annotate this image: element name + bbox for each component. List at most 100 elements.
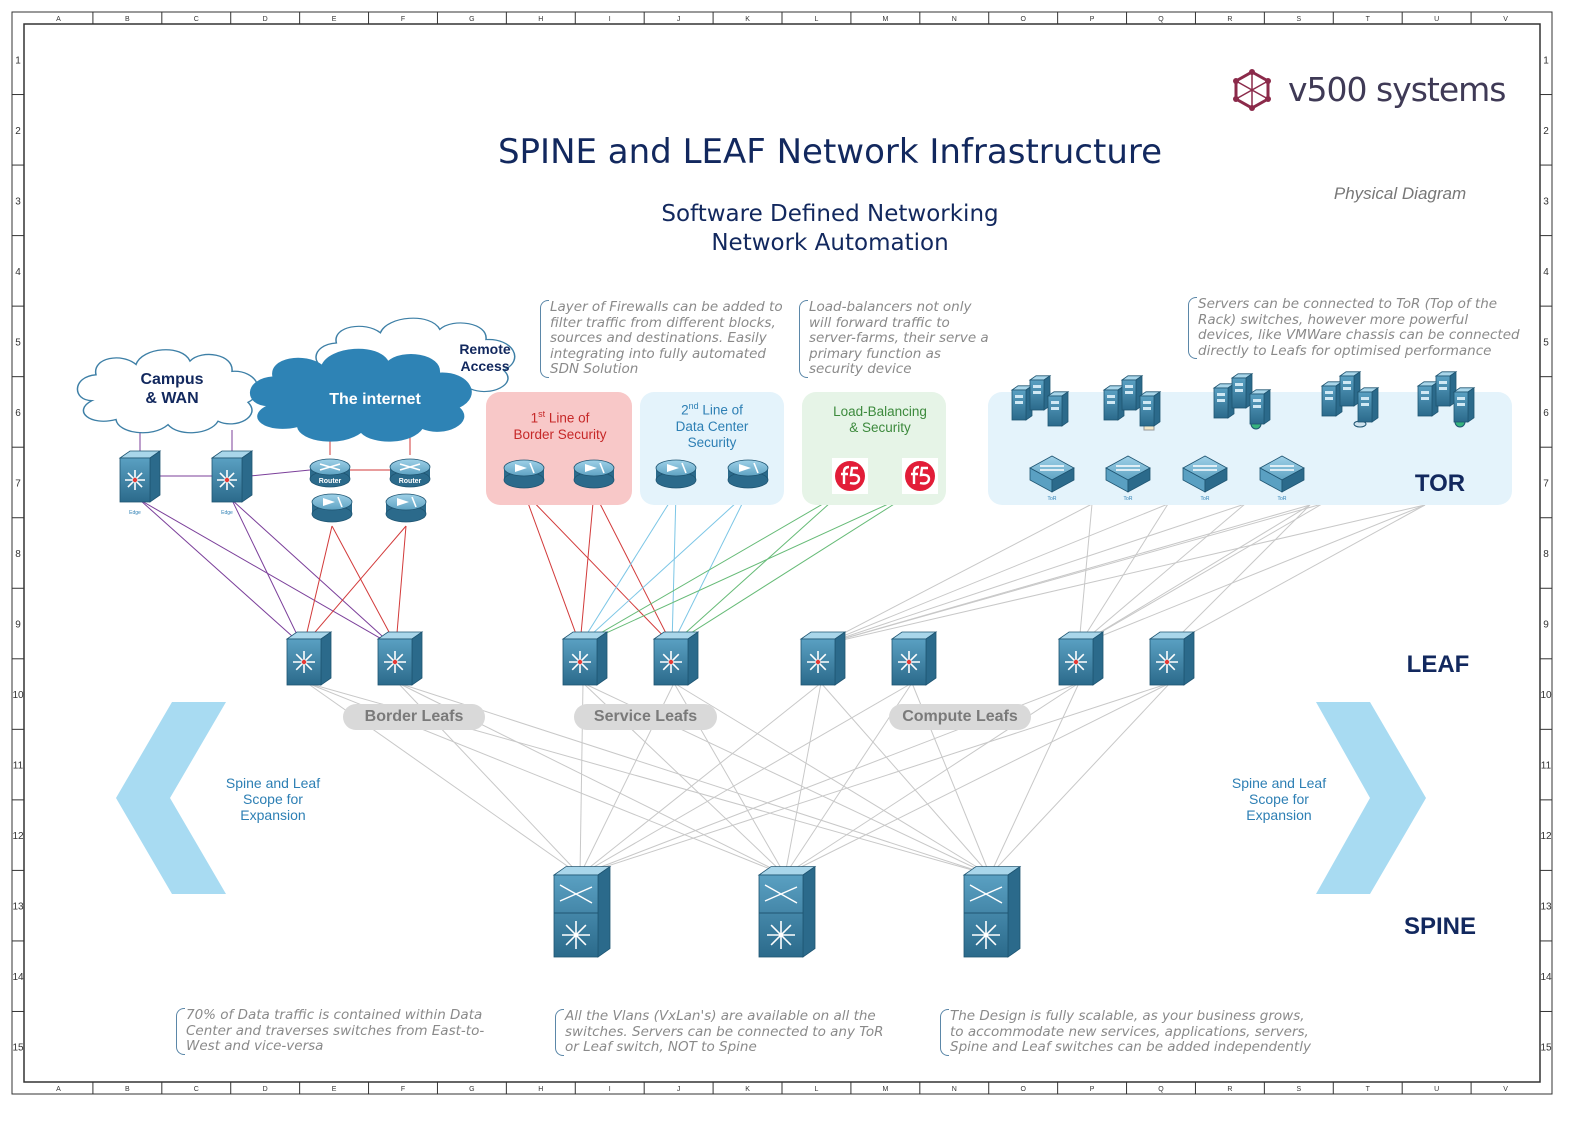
server-cluster-3-unit [1248,389,1272,425]
column-reference: E [332,16,337,23]
scalable-note: The Design is fully scalable, as your bu… [940,1008,1330,1056]
leaf-switch-1 [285,631,333,686]
row-reference: 11 [13,761,24,772]
server-bay [1343,381,1351,384]
internet-cloud-shape [250,348,472,442]
server-bay [1051,401,1059,404]
server-bay [1421,397,1429,400]
leaf-switch-3-side [596,631,608,686]
firewall-line2-2 [727,459,769,489]
row-reference: 8 [1543,549,1549,560]
column-reference: J [677,16,681,23]
server-bay [1325,391,1333,394]
f5-leaf-link [671,493,911,646]
compute-leafs-pill: Compute Leafs [889,704,1031,730]
column-reference: K [745,1086,750,1093]
spine-leaf-link [397,682,991,876]
tor-label: ToR [1124,496,1133,502]
logo-node [1249,105,1255,111]
row-reference: 9 [1543,620,1549,631]
server-bay [1217,393,1225,396]
spine-leaf-link [820,682,991,876]
firewall-arrow [667,464,679,472]
edge-switch-2: Edge [210,450,254,516]
edge-leaf-link [139,499,303,646]
row-reference: 10 [1540,690,1552,701]
vmware-chassis-unit-side [1467,387,1475,423]
server-bay [1217,399,1225,402]
server-cluster-4-unit [1356,387,1380,423]
vmware-chassis-unit-front [1435,375,1451,407]
column-reference: A [56,1086,61,1093]
tor-right [1204,467,1228,493]
f5-load-balancer-1 [832,458,868,494]
internet-cloud [250,348,472,442]
server-cluster-1-unit-front [1047,395,1063,427]
logo-lines [1235,72,1269,108]
border-fw-leaf-link [303,525,333,646]
leaf-switch-2 [376,631,424,686]
server-cluster-2-unit-side [1153,391,1161,427]
column-reference: B [125,1086,130,1093]
spine-switch-1-side [597,865,611,958]
server-cluster-2-unit-front [1103,389,1119,421]
f5-load-balancer-2 [902,458,938,494]
tor-leaf-link [820,503,1169,646]
brand-name: v500 systems [1288,70,1507,109]
fw2-leaf-link [671,491,677,646]
edge-router-link [249,469,311,477]
server-bay [1235,383,1243,386]
hexagon-cube-icon [1233,69,1271,111]
server-bay [1457,403,1465,406]
chassis-leaf-link [1169,504,1426,646]
server-bay [1343,387,1351,390]
firewall-slash [681,462,687,474]
row-reference: 7 [1543,478,1549,489]
leaf-switch-6 [890,631,938,686]
vmware-chassis-unit [1452,387,1476,423]
leaf-switch-7 [1057,631,1105,686]
firewall-slash [411,496,417,508]
server-cluster-4-unit [1320,381,1344,417]
server-bay [1361,397,1369,400]
spine-switch-3-side [1007,865,1021,958]
row-reference: 13 [1540,902,1552,913]
firewall-slash [599,462,605,474]
tor-label: ToR [1278,496,1287,502]
leaf-switch-4-side [687,631,699,686]
server-bay [1253,405,1261,408]
column-reference: U [1434,16,1439,23]
tor-right [1281,467,1305,493]
expand-right-icon [1316,702,1426,894]
server-bay [1439,387,1447,390]
fw1-leaf-link [523,491,581,646]
column-reference: O [1020,16,1026,23]
server-bay [1361,403,1369,406]
column-reference: G [469,1086,474,1093]
server-cluster-3-unit-front [1213,387,1229,419]
row-reference: 5 [15,337,21,348]
row-reference: 5 [1543,337,1549,348]
server-cluster-2-unit-front [1121,379,1137,411]
vmware-chassis-unit [1434,371,1458,407]
leaf-switch-5-side [834,631,846,686]
diagram-type-label: Physical Diagram [1333,184,1467,203]
tor-arrows [1193,465,1217,471]
server-bay [1421,391,1429,394]
switch-core [906,659,912,665]
server-cluster-3-unit [1212,383,1236,419]
server-bay [1143,407,1151,410]
column-reference: V [1503,1086,1508,1093]
border-security-label: 1st Line of Border Security [513,409,607,442]
column-reference: S [1296,1086,1301,1093]
subtitle: Software Defined Networking Network Auto… [520,200,1140,258]
row-reference: 2 [1543,126,1549,137]
edge-label: Edge [129,510,141,516]
border-fw-leaf-link [331,525,397,646]
server-cluster-1-unit [1028,375,1052,411]
column-reference: N [952,1086,957,1093]
chassis-leaf-link [1078,504,1311,646]
column-reference: I [609,16,611,23]
internet-label: The internet [329,391,421,408]
